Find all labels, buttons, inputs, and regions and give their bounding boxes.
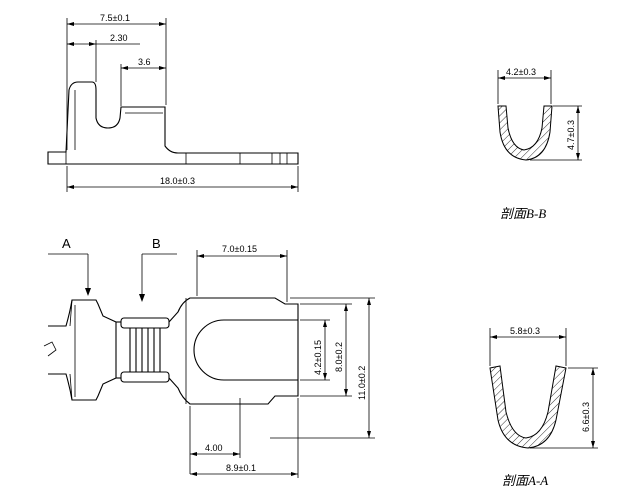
dim-overall: 8.9±0.1: [190, 398, 299, 478]
section-a-a: 5.8±0.3 6.6±0.3 剖面A-A: [489, 326, 598, 488]
dim-slot-label: 2.30: [110, 33, 128, 43]
section-a-caption: 剖面A-A: [502, 473, 548, 488]
marker-a-label: A: [62, 236, 71, 251]
dim-a-height: 6.6±0.3: [530, 367, 598, 449]
dim-offset: 4.00: [189, 398, 241, 474]
dim-offset-label: 4.00: [205, 443, 223, 453]
dim-inner-height: 8.0±0.2: [300, 303, 352, 397]
dim-slot: 2.30: [67, 33, 140, 82]
dim-outer-height: 11.0±0.2: [270, 297, 375, 439]
dim-a-width: 5.8±0.3: [489, 326, 567, 366]
dim-overall-label: 8.9±0.1: [226, 463, 256, 473]
side-view: 7.5±0.1 2.30 3.6 18.0±0.3: [47, 13, 299, 192]
marker-b-label: B: [152, 236, 161, 251]
dim-a-height-label: 6.6±0.3: [581, 402, 591, 432]
plan-view: A B: [43, 236, 375, 478]
dim-width: 7.5±0.1: [66, 13, 167, 150]
dim-step-label: 3.6: [138, 57, 151, 67]
dim-b-height-label: 4.7±0.3: [566, 120, 576, 150]
dim-slot-height-label: 4.2±0.15: [313, 340, 323, 375]
section-marker-b: B: [139, 236, 177, 302]
dim-b-width-label: 4.2±0.3: [506, 67, 536, 77]
dim-inner-height-label: 8.0±0.2: [334, 342, 344, 372]
section-b-caption: 剖面B-B: [500, 206, 546, 221]
dim-outer-height-label: 11.0±0.2: [357, 366, 367, 400]
dim-ring-width: 7.0±0.15: [196, 244, 288, 302]
section-b-b: 4.2±0.3 4.7±0.3 剖面B-B: [497, 67, 582, 221]
dim-length: 18.0±0.3: [66, 166, 299, 192]
dim-slot-height: 4.2±0.15: [300, 319, 330, 381]
dim-b-height: 4.7±0.3: [530, 105, 582, 161]
dim-b-width: 4.2±0.3: [497, 67, 552, 104]
dim-a-width-label: 5.8±0.3: [510, 326, 540, 336]
dim-step: 3.6: [120, 57, 166, 106]
dim-ring-width-label: 7.0±0.15: [222, 244, 257, 254]
section-marker-a: A: [48, 236, 91, 296]
dim-width-label: 7.5±0.1: [100, 13, 130, 23]
dim-length-label: 18.0±0.3: [160, 176, 195, 186]
